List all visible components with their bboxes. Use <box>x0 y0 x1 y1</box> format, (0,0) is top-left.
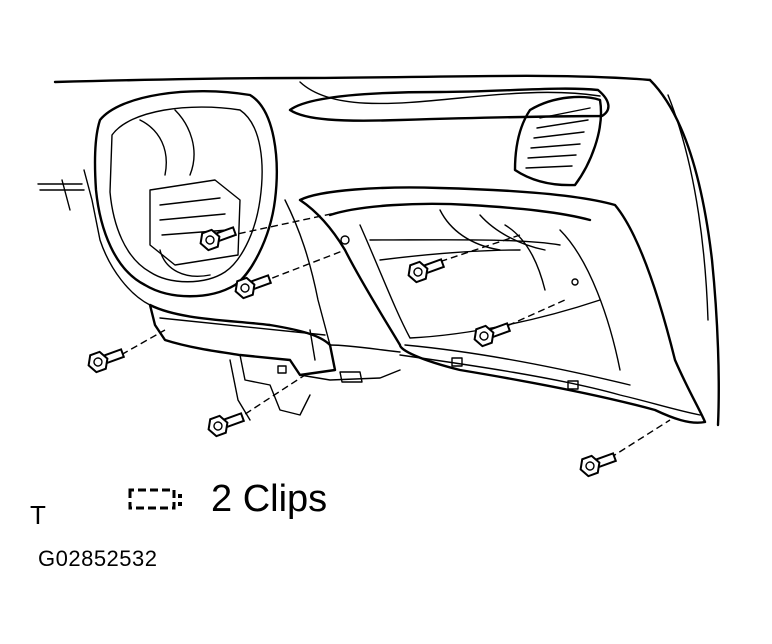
bolt-icon <box>199 226 238 252</box>
bolt-icon <box>87 348 126 374</box>
bolt-icon <box>407 258 446 284</box>
fastener-guides <box>111 211 671 459</box>
instrument-opening <box>93 90 278 298</box>
left-edge-details <box>37 169 151 306</box>
bolt-icon <box>473 322 512 348</box>
clip-legend-label: 2 Clips <box>211 478 328 520</box>
bolt-icon <box>579 452 618 478</box>
corner-mark: T <box>30 500 46 530</box>
bolt-icon <box>234 274 273 300</box>
air-vent <box>513 95 603 187</box>
lower-panel <box>298 186 707 424</box>
clip-outline-icon <box>128 488 182 510</box>
dashboard-upper-panel <box>53 74 720 427</box>
lower-left-trim <box>148 199 401 421</box>
bolt-icon <box>207 412 246 438</box>
figure-code: G02852532 <box>38 546 158 571</box>
panel-clips <box>277 235 579 390</box>
